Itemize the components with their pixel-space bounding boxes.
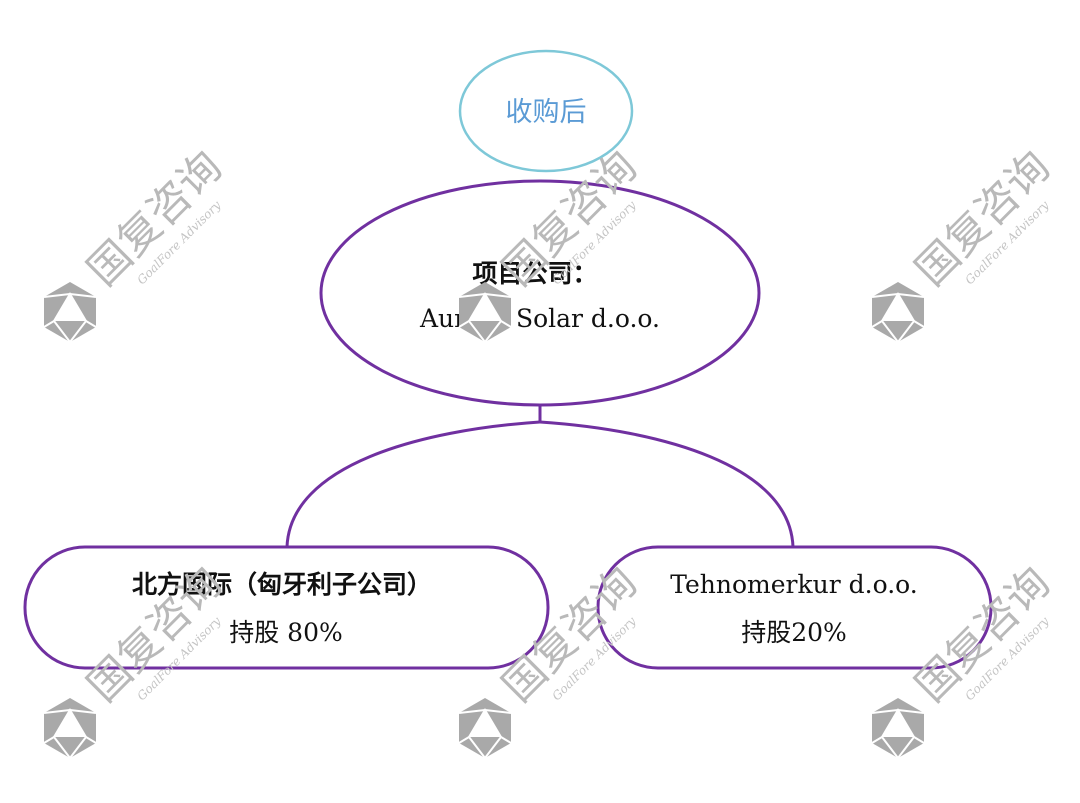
watermark-3: 国复咨询 GoalFore Advisory [871, 142, 1059, 343]
connectors [285, 405, 795, 548]
icosahedron-logo-icon [871, 281, 925, 343]
connector-to-right-node [539, 420, 795, 548]
icosahedron-logo-icon [871, 697, 925, 759]
left-node: 北方国际（匈牙利子公司） 持股 80% [23, 545, 550, 670]
left-node-share: 持股 80% [229, 618, 343, 647]
right-node-name: Tehnomerkur d.o.o. [670, 570, 917, 599]
watermark-1: 国复咨询 GoalFore Advisory [43, 142, 231, 343]
left-node-box [23, 545, 550, 670]
left-node-name: 北方国际（匈牙利子公司） [132, 570, 432, 599]
icosahedron-logo-icon [43, 281, 97, 343]
project-node-name: Aurora Solar d.o.o. [419, 304, 660, 333]
project-node-ellipse [319, 179, 761, 407]
project-node-title: 项目公司： [472, 259, 597, 288]
connector-to-left-node [285, 420, 541, 548]
right-node-box [596, 545, 993, 670]
top-node-label: 收购后 [506, 97, 587, 128]
top-node: 收购后 [458, 49, 634, 173]
right-node-share: 持股20% [741, 618, 847, 647]
right-node: Tehnomerkur d.o.o. 持股20% [596, 545, 993, 670]
top-node-oval [458, 49, 634, 173]
icosahedron-logo-icon [43, 697, 97, 759]
icosahedron-logo-icon [458, 697, 512, 759]
